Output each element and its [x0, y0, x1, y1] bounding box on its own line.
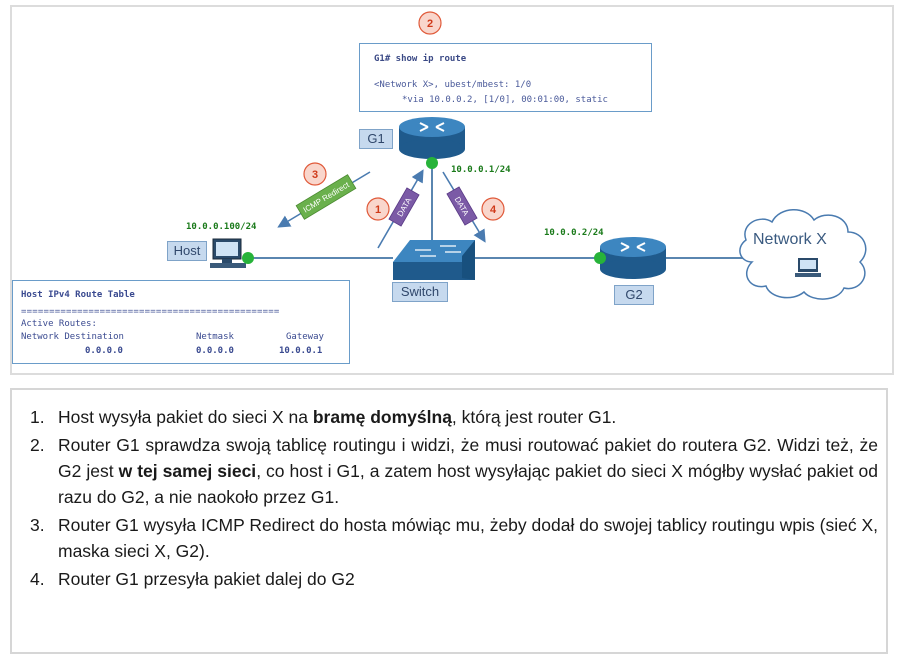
- step-number: 3.: [30, 515, 45, 535]
- steps-list: 1. Host wysyła pakiet do sieci X na bram…: [30, 404, 878, 594]
- g1-port-dot: [426, 157, 438, 169]
- g2-label: G2: [614, 285, 654, 305]
- step-text-pre: Router G1 sprawdza swoją tablicę routing…: [58, 435, 878, 481]
- step-item-1: 1. Host wysyła pakiet do sieci X na bram…: [30, 404, 878, 430]
- step-number: 4.: [30, 569, 45, 589]
- switch-label: Switch: [392, 282, 448, 302]
- svg-text:4: 4: [490, 204, 497, 216]
- step-badge-3: 3: [303, 162, 327, 186]
- host-label: Host: [167, 241, 207, 261]
- step-badge-2: 2: [418, 11, 442, 35]
- steps-panel: 1. Host wysyła pakiet do sieci X na bram…: [10, 388, 888, 654]
- step-text-pre: Router G1 przesyła pakiet dalej do G2: [58, 569, 355, 589]
- step-item-4: 4. Router G1 przesyła pakiet dalej do G2: [30, 566, 878, 592]
- host-computer-icon[interactable]: [210, 238, 246, 268]
- step-text-post: , co host i G1, a zatem host wysyłając p…: [58, 461, 878, 507]
- step-text-bold: w tej samej sieci: [118, 461, 257, 481]
- g2-ip: 10.0.0.2/24: [544, 228, 604, 238]
- icmp-redirect-tag: ICMP Redirect: [295, 174, 357, 220]
- step-number: 1.: [30, 407, 45, 427]
- step-text-pre: Router G1 wysyła ICMP Redirect do hosta …: [58, 515, 878, 561]
- cli-via-line: *via 10.0.0.2, [1/0], 00:01:00, static: [402, 95, 608, 105]
- svg-text:3: 3: [312, 169, 318, 181]
- host-ip: 10.0.0.100/24: [186, 222, 257, 232]
- network-x-label: Network X: [753, 231, 827, 248]
- host-route-table: Host IPv4 Route Table ==================…: [12, 280, 350, 364]
- step-text-pre: Host wysyła pakiet do sieci X na: [58, 407, 313, 427]
- host-table-gateway: 10.0.0.1: [279, 346, 323, 356]
- host-table-separator: ========================================…: [21, 307, 280, 317]
- step-text-bold: bramę domyślną: [312, 407, 452, 427]
- network-x-cloud-icon: [739, 209, 867, 300]
- host-table-header-netmask: Netmask: [196, 332, 234, 342]
- step-item-3: 3. Router G1 wysyła ICMP Redirect do hos…: [30, 512, 878, 564]
- host-table-netmask: 0.0.0.0: [196, 346, 234, 356]
- g2-port-dot: [594, 252, 606, 264]
- step-item-2: 2. Router G1 sprawdza swoją tablicę rout…: [30, 432, 878, 510]
- host-table-active-routes: Active Routes:: [21, 319, 97, 329]
- cli-output-box: G1# show ip route <Network X>, ubest/mbe…: [359, 43, 652, 112]
- router-g1-icon[interactable]: [399, 117, 465, 159]
- switch-icon[interactable]: [393, 240, 475, 280]
- step-text-post: , którą jest router G1.: [451, 407, 617, 427]
- data-tag-up: DATA: [388, 187, 420, 227]
- cli-command: G1# show ip route: [374, 54, 467, 64]
- host-table-header-gateway: Gateway: [286, 332, 324, 342]
- data-tag-down: DATA: [446, 186, 478, 226]
- host-table-title: Host IPv4 Route Table: [21, 290, 135, 300]
- svg-text:1: 1: [375, 204, 381, 216]
- router-g2-icon[interactable]: [600, 237, 666, 279]
- host-table-destination: 0.0.0.0: [85, 346, 123, 356]
- svg-text:2: 2: [427, 18, 433, 30]
- step-number: 2.: [30, 435, 45, 455]
- step-badge-1: 1: [366, 197, 390, 221]
- icmp-redirect-label: ICMP Redirect: [302, 180, 352, 215]
- g1-label: G1: [359, 129, 393, 149]
- g1-ip: 10.0.0.1/24: [451, 165, 511, 175]
- cli-route-line: <Network X>, ubest/mbest: 1/0: [374, 80, 532, 90]
- step-badge-4: 4: [481, 197, 505, 221]
- host-port-dot: [242, 252, 254, 264]
- host-table-header-destination: Network Destination: [21, 332, 124, 342]
